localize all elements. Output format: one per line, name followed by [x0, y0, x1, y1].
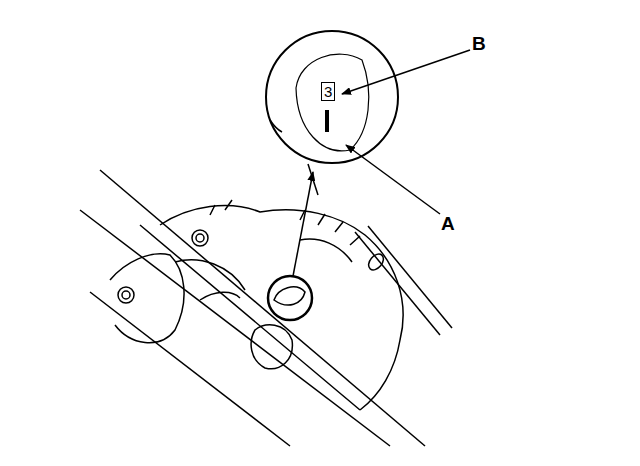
callout-letter: A — [441, 214, 455, 233]
timing-mark — [325, 110, 329, 132]
callout-letter: B — [472, 34, 486, 53]
timing-number-box: 3 — [321, 82, 335, 101]
timing-number: 3 — [324, 84, 332, 99]
